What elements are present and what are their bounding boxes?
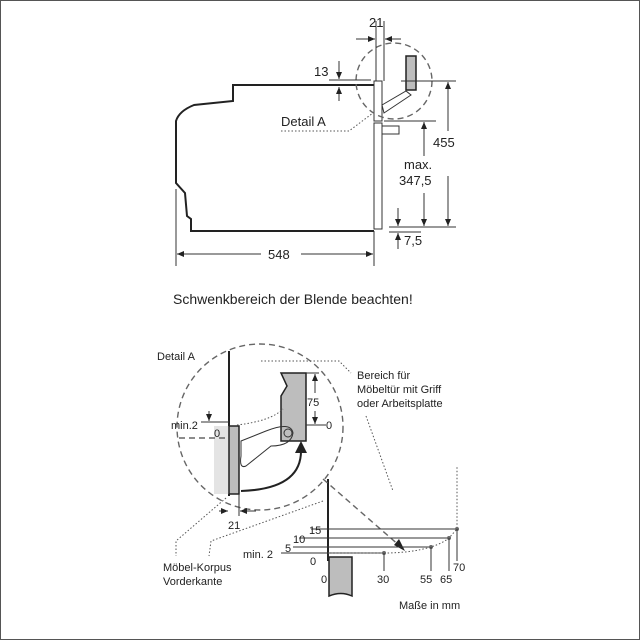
y-label-15: 15 [309,525,321,537]
dim-455: 455 [433,135,455,150]
handle [382,125,400,135]
front-panel-lower [373,122,383,230]
area-note-2: Möbeltür mit Griff [357,384,442,396]
oven-outline [175,84,374,232]
area-note-1: Bereich für [357,370,411,382]
korpus-note-1: Möbel-Korpus [163,562,232,574]
panel-swung [405,55,417,91]
dim-max-value: 347,5 [399,173,432,188]
dim-7-5: 7,5 [404,233,422,248]
area-note-3: oder Arbeitsplatte [357,398,443,410]
dim-548: 548 [268,247,290,262]
detail-a-view: Detail A Bereich für Möbeltür mit Griff … [157,343,465,612]
x-label-65: 65 [440,574,452,586]
front-panel-upper [373,80,383,122]
x-label-0: 0 [321,574,327,586]
y-label-min2: min. 2 [243,549,273,561]
x-label-30: 30 [377,574,389,586]
detail-circle [176,343,344,511]
detail-title: Detail A [157,351,196,363]
dim-max-label: max. [404,157,432,172]
door-hinge [381,90,412,114]
dim-21-detail: 21 [228,520,240,532]
units-note: Maße in mm [399,600,460,612]
cabinet-section [328,556,353,598]
hinge-arm [240,426,294,467]
dim-0-left: 0 [214,428,220,440]
dim-21: 21 [369,15,383,30]
panel-closed [228,425,240,495]
x-label-70: 70 [453,562,465,574]
y-label-0: 0 [310,556,316,568]
dim-75: 75 [307,397,319,409]
caption: Schwenkbereich der Blende beachten! [173,291,413,307]
dim-0-right: 0 [326,420,332,432]
korpus-shade [214,426,229,494]
oven-side-view: 21 13 Detail A 455 max. 347,5 7,5 548 [175,15,456,266]
dim-13: 13 [314,64,328,79]
y-label-5: 5 [285,543,291,555]
detail-a-label: Detail A [281,114,326,129]
x-label-55: 55 [420,574,432,586]
y-label-10: 10 [293,534,305,546]
dim-min2: min.2 [171,420,198,432]
korpus-note-2: Vorderkante [163,576,222,588]
